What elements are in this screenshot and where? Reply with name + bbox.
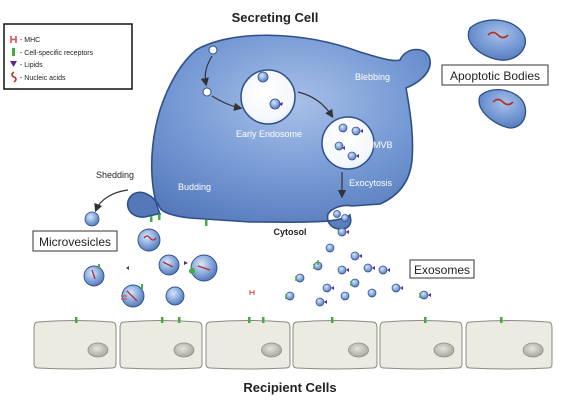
apoptotic-body [467,19,526,61]
recipient-cell-nucleus [522,342,544,358]
budding-label: Budding [178,182,211,192]
footer-label: Recipient Cells [243,380,336,395]
recipient-receptor [178,317,181,323]
legend-label-mhc: - MHC [20,37,40,44]
legend-label-receptors: - Cell-specific receptors [20,50,94,57]
legend-box [3,23,133,90]
endocytosis-arrow [200,55,213,87]
apoptotic-bodies-label: Apoptotic Bodies [450,69,540,83]
exosomes-group [249,227,431,307]
mvb [321,116,375,170]
microvesicles-box [32,230,118,252]
recipient-cell-nucleus [87,342,109,358]
recipient-receptor [500,317,503,323]
legend-label-nucleic-acids: - Nucleic acids [20,75,66,82]
recipient-cell-nucleus [261,342,282,358]
nucleic-acid-icon [11,71,17,83]
title: Secreting Cell [232,10,319,25]
legend: - MHC - Cell-specific receptors - Lipids… [3,23,133,90]
microvesicles-group [83,228,218,308]
recipient-cell-nucleus [433,342,455,358]
cytosol-label: Cytosol [273,227,306,237]
apoptotic-bodies-box [441,64,549,86]
recipient-receptor [424,317,427,323]
microvesicles-label: Microvesicles [39,235,111,249]
endocytic-vesicle [202,87,212,97]
recipient-cells-row [33,317,553,370]
recipient-cell [465,320,553,370]
mhc-icon [10,36,17,43]
exosomes-label: Exosomes [414,263,470,277]
recipient-cell [119,320,203,370]
recipient-receptor [331,317,334,323]
legend-label-lipids: - Lipids [20,62,43,69]
recipient-receptor [161,317,164,323]
blebbing-label: Blebbing [355,72,390,82]
early-endosome [240,69,296,125]
recipient-receptor [262,317,265,323]
cell-surface-receptors [150,214,208,226]
recipient-cell [33,320,117,370]
recipient-cell-nucleus [348,342,369,358]
shedding-arrow [94,189,129,213]
lipid-icon [10,61,17,67]
recipient-cell-nucleus [173,342,195,358]
recipient-receptor [75,317,78,323]
recipient-cell [379,320,463,370]
exocytosis-label: Exocytosis [349,178,393,188]
exosomes-box [409,259,475,279]
maturation-arrow [297,91,334,118]
shedding-label: Shedding [96,170,134,180]
endocytosis-arrow [211,95,243,111]
recipient-cell [292,320,378,370]
mvb-label: MVB [373,140,393,150]
receptor-icon [12,48,15,56]
endocytic-vesicle [208,45,218,55]
mvb-intraluminal-vesicles [334,123,363,161]
early-endosome-label: Early Endosome [236,129,302,139]
recipient-cell [205,320,291,370]
intraluminal-vesicle [269,98,281,110]
recipient-receptor [248,317,251,323]
apoptotic-body [478,89,527,129]
shed-microvesicle [84,211,100,227]
intraluminal-vesicle [257,71,269,83]
